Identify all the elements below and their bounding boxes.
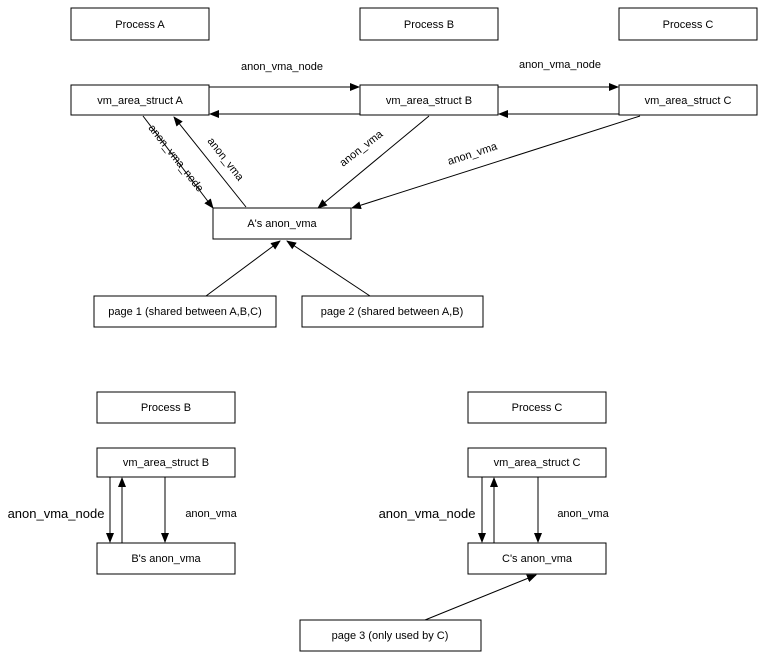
edge-label-bc-node: anon_vma_node <box>519 59 601 71</box>
vma-c2-label: vm_area_struct C <box>494 457 581 469</box>
edge-page2-to-anon-vma <box>286 240 371 297</box>
c-anon-vma-node: C's anon_vma <box>467 542 607 575</box>
edge-label-a-vma-diag: anon_vma <box>205 135 247 184</box>
vma-b-label: vm_area_struct B <box>386 95 472 107</box>
page3-label: page 3 (only used by C) <box>332 630 449 642</box>
edge-label-ab-node: anon_vma_node <box>241 61 323 73</box>
page1-label: page 1 (shared between A,B,C) <box>108 306 261 318</box>
vma-b2-node: vm_area_struct B <box>96 447 236 478</box>
b-anon-vma-node: B's anon_vma <box>96 542 236 575</box>
vma-c-label: vm_area_struct C <box>645 95 732 107</box>
process-c2-node: Process C <box>467 391 607 424</box>
edge-label-b2-node: anon_vma_node <box>8 506 105 521</box>
process-b2-label: Process B <box>141 402 191 414</box>
edge-vma-c-to-anon-vma <box>351 115 641 210</box>
vma-a-label: vm_area_struct A <box>97 95 183 107</box>
edge-page1-to-anon-vma <box>205 240 281 297</box>
process-b2-node: Process B <box>96 391 236 424</box>
a-anon-vma-label: A's anon_vma <box>247 218 317 230</box>
vma-c-node: vm_area_struct C <box>618 84 758 116</box>
edge-vma-a-to-anon-vma <box>142 115 214 209</box>
c-anon-vma-label: C's anon_vma <box>502 553 573 565</box>
process-a-node: Process A <box>70 7 210 41</box>
process-b-label: Process B <box>404 19 454 31</box>
edge-label-c2-vma: anon_vma <box>557 508 609 520</box>
page3-node: page 3 (only used by C) <box>299 619 482 652</box>
vma-b2-label: vm_area_struct B <box>123 457 209 469</box>
vma-c2-node: vm_area_struct C <box>467 447 607 478</box>
a-anon-vma-node: A's anon_vma <box>212 207 352 240</box>
b-anon-vma-label: B's anon_vma <box>131 553 201 565</box>
vma-a-node: vm_area_struct A <box>70 84 210 116</box>
process-b-node: Process B <box>359 7 499 41</box>
edge-label-a-node-diag: anon_vma_node <box>146 122 206 194</box>
edge-label-b2-vma: anon_vma <box>185 508 237 520</box>
process-c-node: Process C <box>618 7 758 41</box>
process-c2-label: Process C <box>512 402 563 414</box>
edge-label-c2-node: anon_vma_node <box>379 506 476 521</box>
edge-vma-b-to-anon-vma <box>317 115 430 209</box>
vma-b-node: vm_area_struct B <box>359 84 499 116</box>
page1-node: page 1 (shared between A,B,C) <box>93 295 277 328</box>
edge-label-b-vma-diag: anon_vma <box>337 128 386 170</box>
page2-label: page 2 (shared between A,B) <box>321 306 463 318</box>
page2-node: page 2 (shared between A,B) <box>301 295 484 328</box>
process-a-label: Process A <box>115 19 165 31</box>
edge-page3-to-c-anon-vma <box>424 574 537 621</box>
edge-anon-vma-to-vma-a <box>173 116 247 208</box>
process-c-label: Process C <box>663 19 714 31</box>
